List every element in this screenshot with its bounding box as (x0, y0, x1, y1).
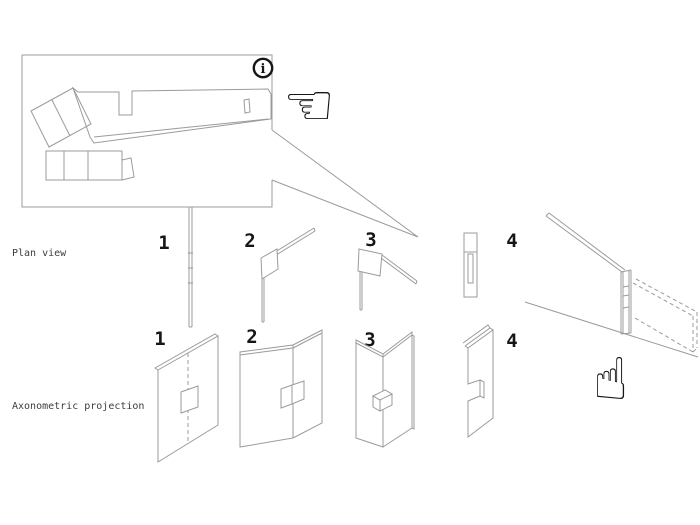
step-number: 1 (154, 328, 165, 350)
pointing-hand-up-icon: ☝ (593, 345, 628, 413)
info-icon[interactable]: i (252, 57, 274, 79)
axo-step-1: 1 (154, 328, 219, 463)
axo-handle-box (180, 385, 199, 414)
axo-step-3: 3 (355, 329, 415, 448)
floor-line (524, 301, 699, 358)
axonometric-label: Axonometric projection (12, 401, 144, 412)
plan-wall-folded (463, 232, 478, 298)
plan-panel-closing (380, 254, 418, 285)
info-icon-glyph: i (261, 62, 266, 77)
axo-step-2: 2 (239, 326, 323, 448)
plan-step-3: 3 (357, 229, 418, 311)
axo-step-4: 4 (462, 324, 518, 439)
plan-main-bar (71, 86, 272, 144)
plan-bar-inner-edge (93, 118, 269, 138)
step-number: 1 (158, 232, 169, 254)
step-number: 3 (364, 329, 375, 351)
plan-step-1: 1 (158, 207, 193, 328)
plan-door-mark (243, 98, 251, 114)
plan-step-2: 2 (244, 227, 316, 323)
callout-lines (271, 129, 419, 238)
plan-pivot-box (357, 248, 383, 277)
building-plan-drawing (30, 86, 272, 181)
dashed-top-edge (632, 282, 694, 317)
plan-wall-closed (188, 207, 193, 328)
overview-box: i (21, 54, 419, 238)
plan-step-4: 4 (463, 230, 518, 298)
plan-lower-block (45, 150, 123, 181)
step-number: 4 (506, 330, 517, 352)
axo-panel-slight-fold (239, 329, 323, 448)
plan-view-label: Plan view (12, 248, 67, 259)
wall-top-edges (545, 212, 626, 273)
step-number: 2 (244, 230, 255, 252)
axo-panel-v-fold (355, 330, 415, 448)
step-number: 3 (365, 229, 376, 251)
wall-edge-detail: ☝ (524, 212, 699, 413)
axo-handle-box (371, 389, 394, 412)
open-panel-dashed (632, 278, 698, 353)
pointing-hand-left-icon: ☜ (283, 71, 335, 139)
pivot-hinge-plate (622, 285, 630, 309)
axo-handle-box (280, 380, 305, 409)
plan-tilted-block (30, 87, 92, 148)
step-number: 4 (506, 230, 517, 252)
plan-step-notch (121, 151, 135, 181)
overview-box-frame (21, 54, 273, 208)
axonometric-row: Axonometric projection 1 2 3 4 (12, 324, 518, 463)
dashed-top-edge-2 (635, 278, 698, 313)
step-number: 2 (246, 326, 257, 348)
axo-panel-flat (154, 333, 219, 463)
plan-pivot-box (260, 248, 279, 280)
info-icon-circle (252, 57, 274, 79)
dashed-bottom-edge (634, 317, 698, 353)
plan-view-row: Plan view 1 2 3 4 (12, 207, 518, 328)
dashed-right-edges (692, 312, 698, 352)
axo-panel-closed (462, 324, 494, 439)
